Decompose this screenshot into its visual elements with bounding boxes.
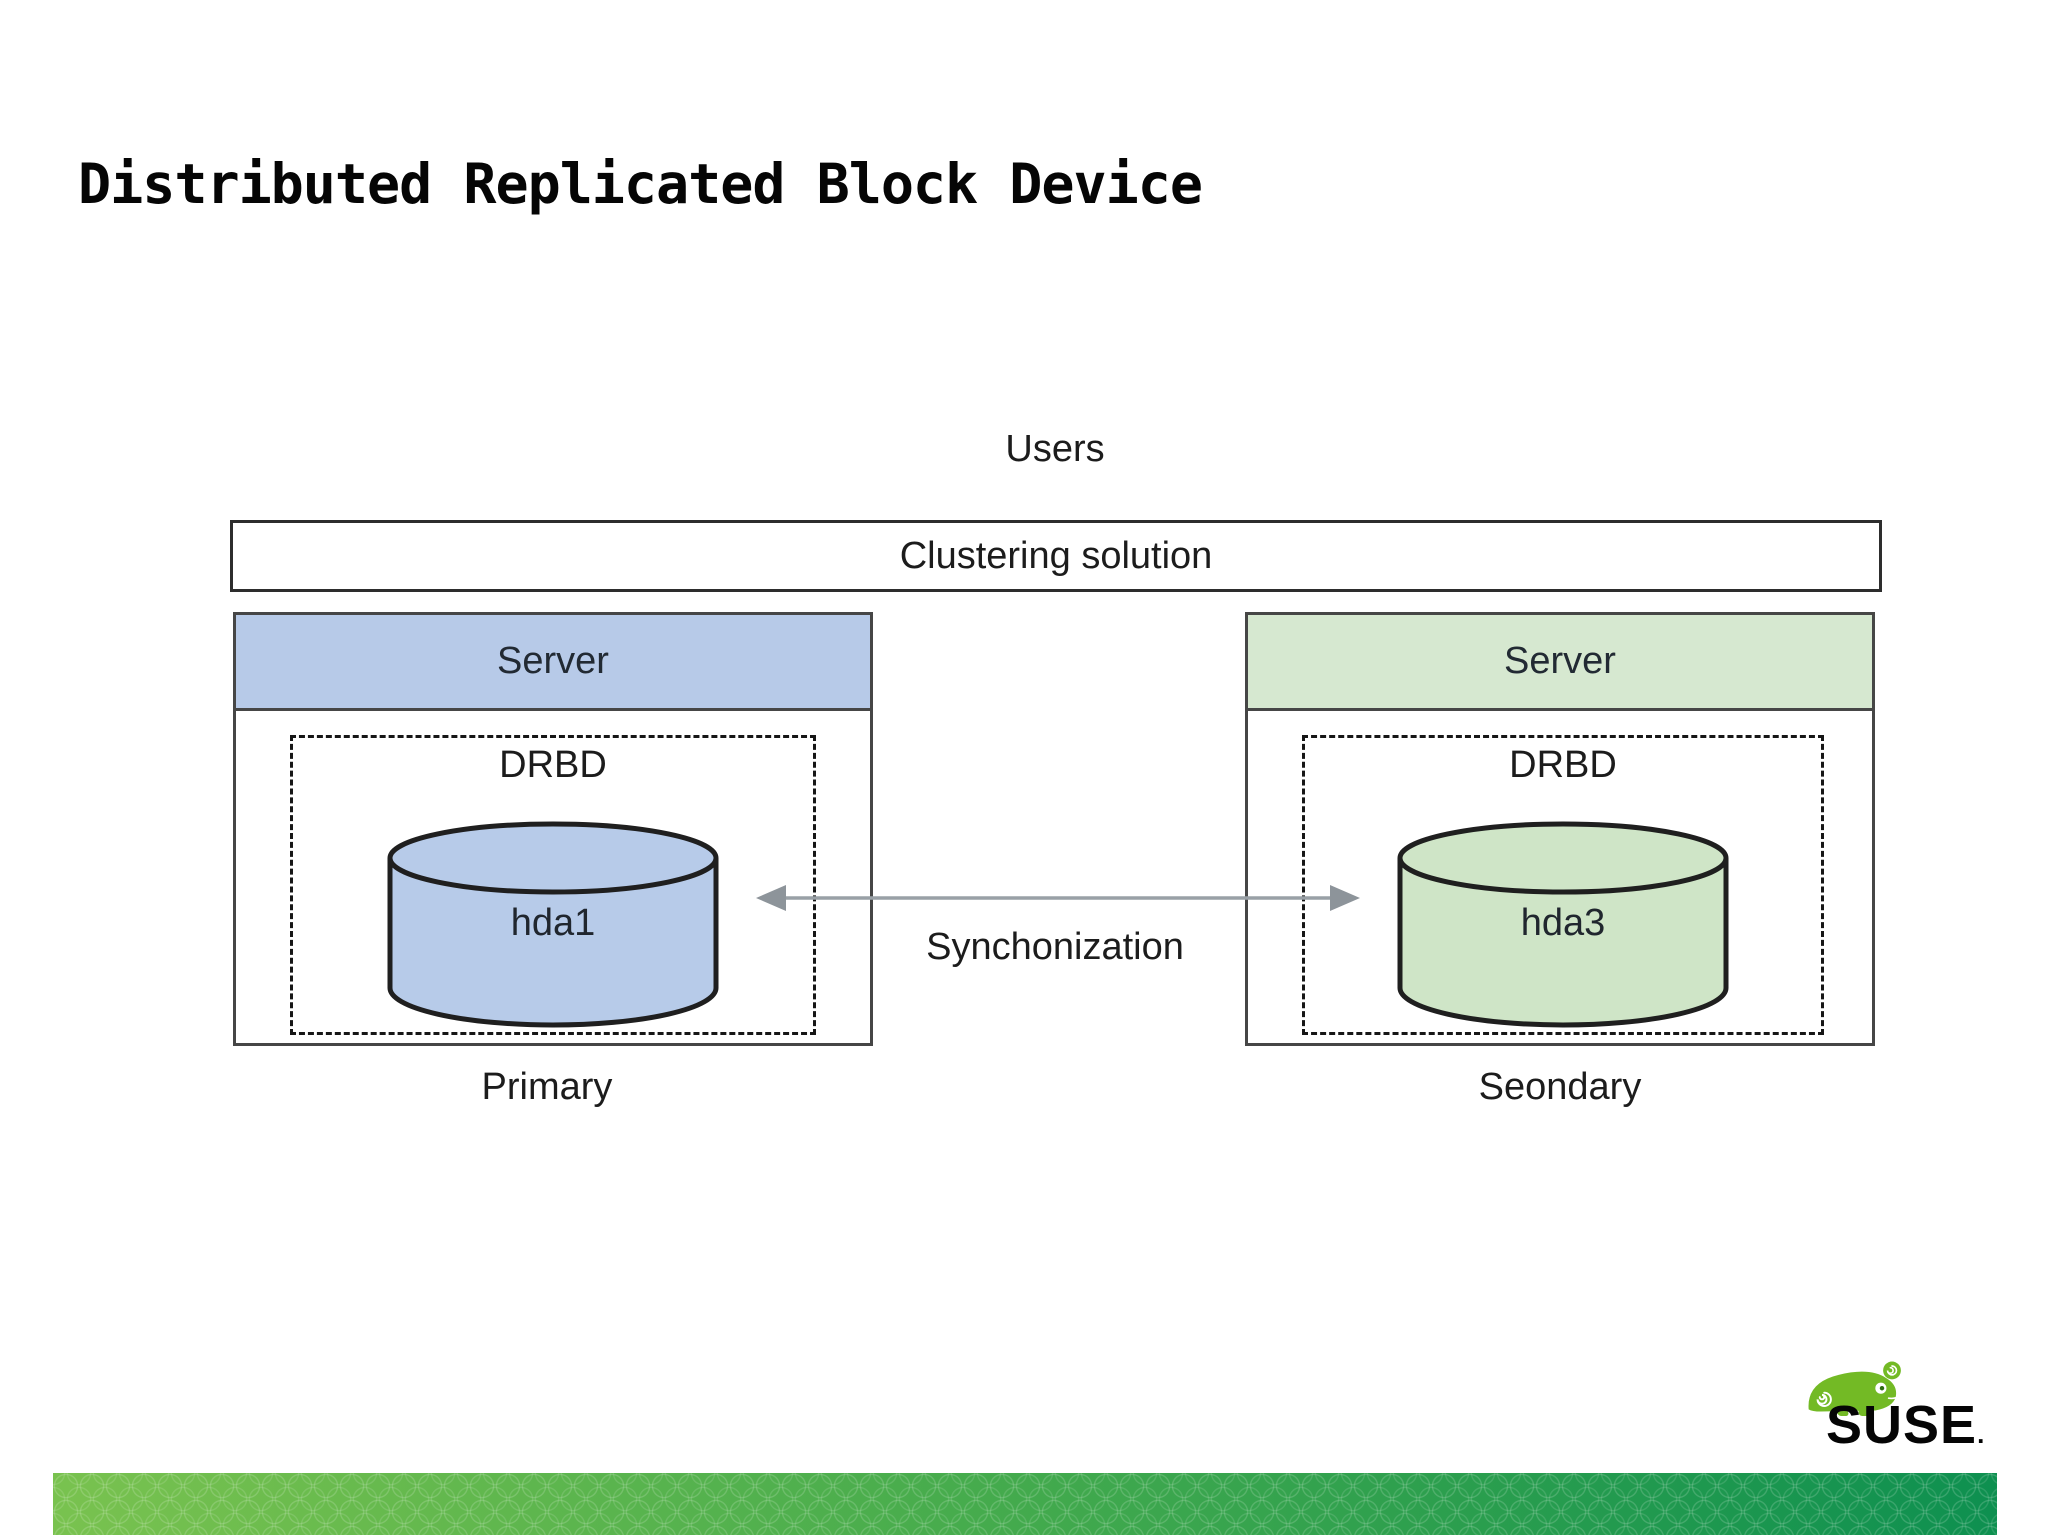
primary-disk-label: hda1 [510, 902, 596, 944]
suse-chameleon-icon [1808, 1361, 1902, 1416]
secondary-server-box: Server DRBD hda3 [1245, 612, 1875, 1046]
footer-gradient-bar [53, 1473, 1997, 1535]
secondary-disk-label: hda3 [1520, 902, 1606, 944]
primary-server-label: Server [497, 640, 609, 682]
clustering-solution-box: Clustering solution [230, 520, 1882, 592]
primary-server-header: Server [236, 615, 870, 711]
synchronization-double-arrow-icon [756, 885, 1360, 911]
secondary-disk-cylinder: hda3 [1393, 818, 1733, 1034]
secondary-role-label: Seondary [1478, 1066, 1642, 1108]
secondary-drbd-label: DRBD [1509, 744, 1617, 786]
users-label: Users [1005, 428, 1105, 470]
secondary-drbd-dashed-box: DRBD hda3 [1302, 735, 1824, 1035]
primary-role-label: Primary [481, 1066, 613, 1108]
suse-trademark-dot: . [1977, 1419, 1986, 1449]
clustering-solution-label: Clustering solution [899, 534, 1213, 577]
disk-cylinder-icon [387, 821, 719, 1028]
primary-drbd-dashed-box: DRBD hda1 [290, 735, 816, 1035]
primary-server-box: Server DRBD hda1 [233, 612, 873, 1046]
secondary-server-label: Server [1504, 640, 1616, 682]
synchronization-label: Synchonization [926, 926, 1184, 968]
secondary-server-header: Server [1248, 615, 1872, 711]
suse-wordmark: SUSE. [1826, 1395, 1986, 1455]
disk-cylinder-icon [1397, 821, 1729, 1028]
slide-title: Distributed Replicated Block Device [78, 152, 1203, 216]
primary-disk-cylinder: hda1 [383, 818, 723, 1034]
suse-logo: SUSE. [1790, 1354, 2020, 1458]
primary-drbd-label: DRBD [499, 744, 607, 786]
